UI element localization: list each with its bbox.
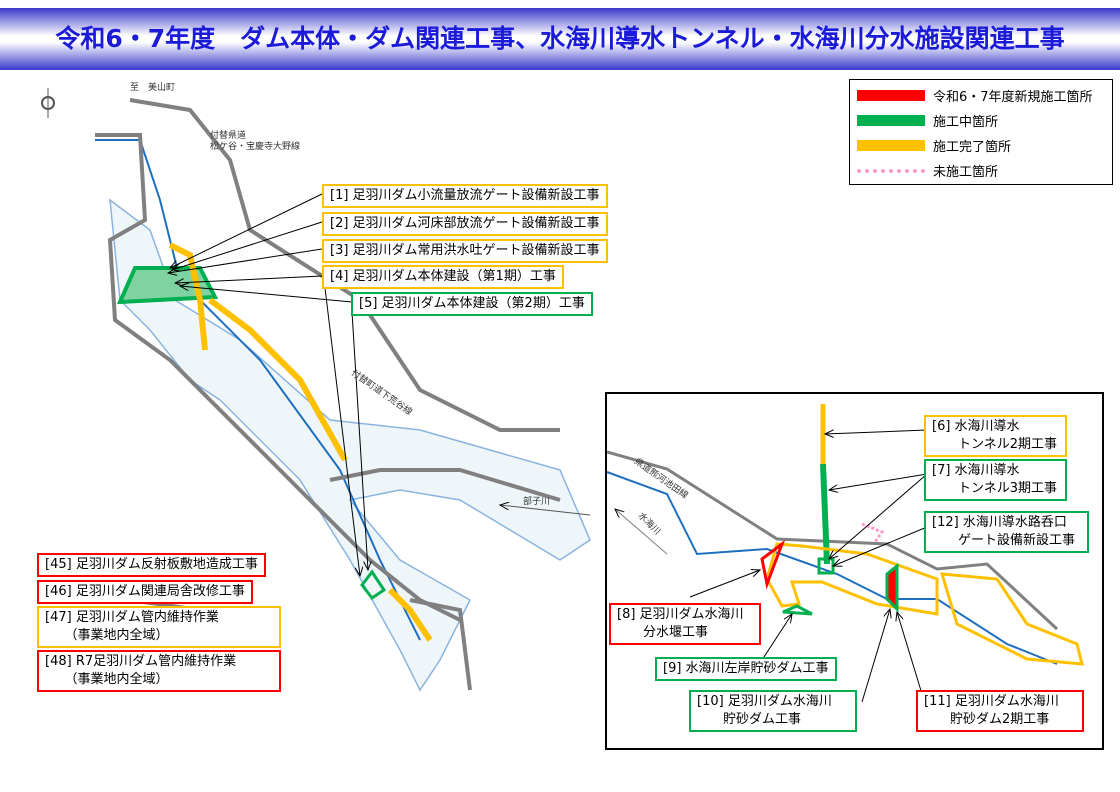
project-label-46: [46] 足羽川ダム関連局舎改修工事 bbox=[37, 580, 253, 604]
map-label-pref-road: 付替県道 松ケ谷・宝慶寺大野線 bbox=[210, 131, 301, 152]
page-title: 令和6・7年度 ダム本体・ダム関連工事、水海川導水トンネル・水海川分水施設関連工… bbox=[55, 24, 1065, 53]
legend: 令和6・7年度新規施工箇所 施工中箇所 施工完了箇所 未施工箇所 bbox=[849, 79, 1113, 185]
project-label-10: [10] 足羽川ダム水海川 貯砂ダム工事 bbox=[689, 690, 857, 732]
roads bbox=[95, 98, 561, 691]
completed-works bbox=[168, 242, 433, 642]
legend-item-not-started: 未施工箇所 bbox=[850, 158, 1112, 183]
project-label-3: [3] 足羽川ダム常用洪水吐ゲート設備新設工事 bbox=[322, 239, 608, 263]
legend-item-new: 令和6・7年度新規施工箇所 bbox=[850, 83, 1112, 108]
legend-swatch bbox=[857, 140, 925, 151]
legend-swatch bbox=[857, 115, 925, 126]
project-label-2: [2] 足羽川ダム河床部放流ゲート設備新設工事 bbox=[322, 212, 608, 236]
legend-swatch bbox=[857, 90, 925, 101]
project-label-4: [4] 足羽川ダム本体建設（第1期）工事 bbox=[322, 265, 564, 289]
project-label-9: [9] 水海川左岸貯砂ダム工事 bbox=[655, 657, 837, 681]
legend-label: 令和6・7年度新規施工箇所 bbox=[933, 90, 1093, 105]
work-site-47 bbox=[360, 569, 387, 601]
project-label-45: [45] 足羽川ダム反射板敷地造成工事 bbox=[37, 553, 266, 577]
river bbox=[95, 139, 421, 641]
project-label-12: [12] 水海川導水路呑口 ゲート設備新設工事 bbox=[924, 511, 1089, 553]
project-label-11: [11] 足羽川ダム水海川 貯砂ダム2期工事 bbox=[916, 690, 1084, 732]
project-label-48: [48] R7足羽川ダム管内維持作業 （事業地内全域） bbox=[37, 650, 281, 692]
legend-swatch bbox=[857, 168, 925, 173]
title-banner: 令和6・7年度 ダム本体・ダム関連工事、水海川導水トンネル・水海川分水施設関連工… bbox=[0, 8, 1120, 70]
project-label-1: [1] 足羽川ダム小流量放流ゲート設備新設工事 bbox=[322, 184, 608, 208]
river-flow-arrow bbox=[500, 505, 591, 516]
map-label-heko-river: 部子川 bbox=[523, 497, 551, 507]
legend-label: 施工中箇所 bbox=[933, 115, 999, 130]
inset-map: 県道熊河池田線 水海川 bbox=[605, 392, 1104, 750]
project-label-47: [47] 足羽川ダム管内維持作業 （事業地内全域） bbox=[37, 606, 281, 648]
project-label-7: [7] 水海川導水 トンネル3期工事 bbox=[924, 459, 1067, 501]
legend-item-complete: 施工完了箇所 bbox=[850, 133, 1112, 158]
project-label-6: [6] 水海川導水 トンネル2期工事 bbox=[924, 415, 1067, 457]
legend-label: 施工完了箇所 bbox=[933, 140, 1012, 155]
project-label-8: [8] 足羽川ダム水海川 分水堰工事 bbox=[609, 603, 761, 645]
leader-lines bbox=[168, 193, 368, 576]
map-label-to-miyama: 至 美山町 bbox=[130, 83, 176, 93]
project-label-5: [5] 足羽川ダム本体建設（第2期）工事 bbox=[351, 292, 593, 316]
compass-icon bbox=[41, 88, 55, 118]
legend-label: 未施工箇所 bbox=[933, 165, 999, 180]
inset-canvas bbox=[606, 404, 1084, 703]
legend-item-in-progress: 施工中箇所 bbox=[850, 108, 1112, 133]
